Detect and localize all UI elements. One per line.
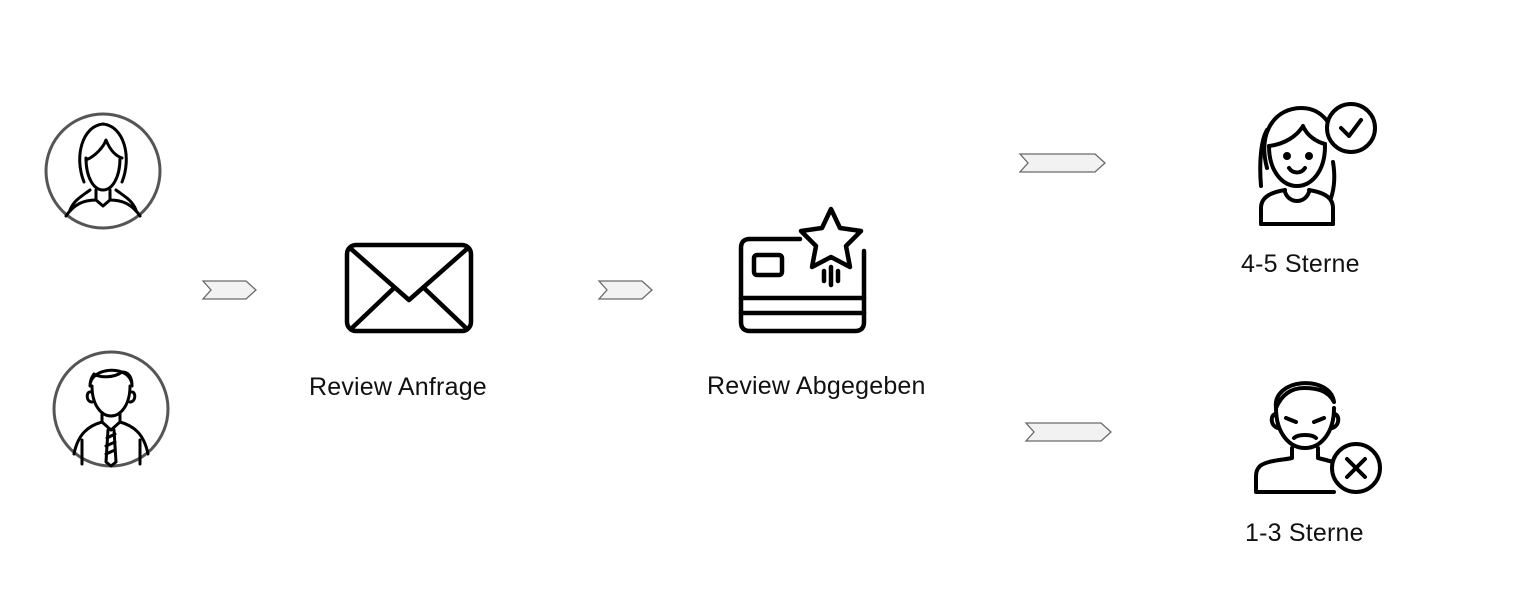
outcome-label-1-3-sterne: 1-3 Sterne	[1245, 519, 1364, 547]
woman-avatar-icon	[44, 112, 162, 230]
flow-arrow-to-submitted	[597, 279, 654, 301]
sad-user-cross-icon	[1254, 370, 1384, 500]
review-card-star-icon	[738, 205, 868, 335]
happy-user-check-icon	[1255, 100, 1380, 230]
flow-arrow-to-positive	[1018, 152, 1107, 174]
step-label-review-abgegeben: Review Abgegeben	[707, 372, 926, 400]
man-avatar-icon	[52, 350, 170, 468]
flow-arrow-to-negative	[1024, 421, 1113, 443]
envelope-icon	[344, 242, 474, 334]
outcome-label-4-5-sterne: 4-5 Sterne	[1241, 250, 1360, 278]
step-label-review-anfrage: Review Anfrage	[309, 373, 487, 401]
flow-arrow-to-request	[201, 279, 258, 301]
